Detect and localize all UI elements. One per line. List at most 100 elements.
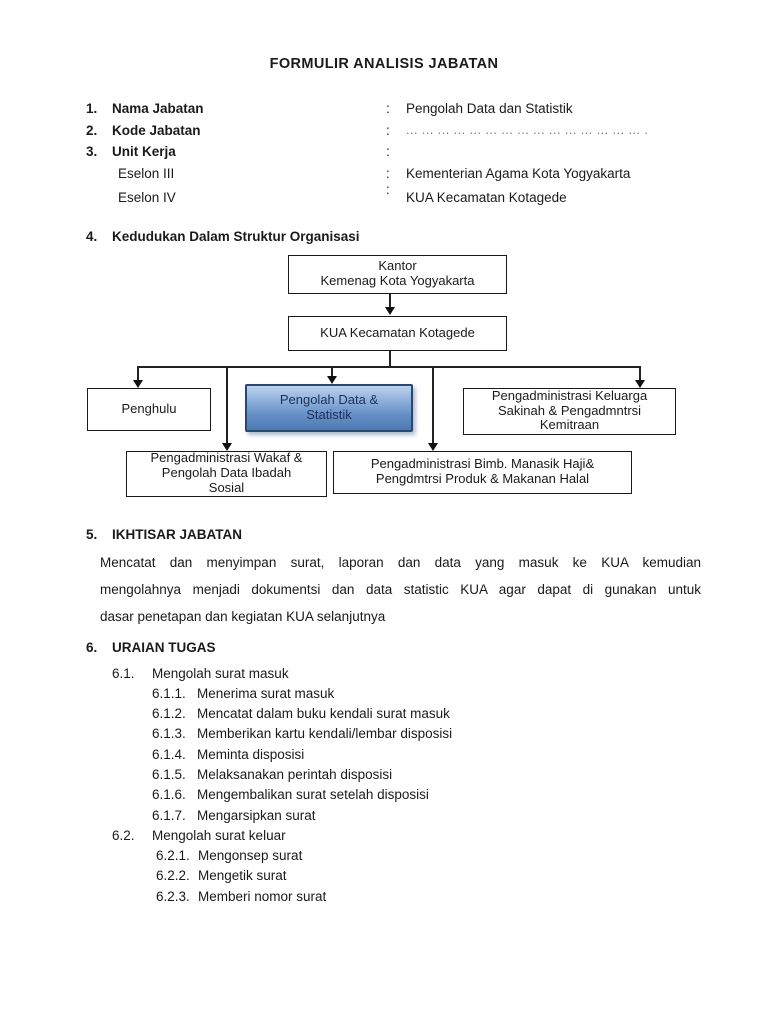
section-number: 6. (86, 639, 98, 655)
section-title: URAIAN TUGAS (112, 639, 216, 655)
arrow-down-icon (133, 379, 143, 388)
subtask-number: 6.1.5. (152, 766, 186, 782)
org-box-keluarga-sakinah: Pengadministrasi Keluarga Sakinah & Peng… (463, 387, 676, 435)
org-box-line: KUA Kecamatan Kotagede (320, 324, 475, 340)
field-label: Eselon IV (118, 190, 176, 205)
job-identity-fields: 1. Nama Jabatan : Pengolah Data dan Stat… (0, 98, 768, 209)
org-box-line: Pengadministrasi Wakaf & (150, 450, 303, 466)
subtask-label: Memberi nomor surat (198, 888, 327, 904)
subtask-number: 6.1.3. (152, 726, 186, 742)
subtask-item: 6.1.2. Mencatat dalam buku kendali surat… (0, 704, 768, 724)
subtask-number: 6.2.2. (156, 868, 190, 884)
org-box-kantor-kemenag: Kantor Kemenag Kota Yogyakarta (288, 254, 507, 294)
arrow-down-icon (222, 442, 232, 451)
subtask-label: Mencatat dalam buku kendali surat masuk (197, 706, 450, 722)
field-value: KUA Kecamatan Kotagede (406, 190, 567, 205)
org-box-line: Pengdmtrsi Produk & Makanan Halal (375, 471, 590, 486)
org-box-pengolah-data-statistik-highlighted: Pengolah Data & Statistik (245, 383, 413, 432)
connector-line (389, 350, 391, 367)
subtask-number: 6.1.6. (152, 787, 186, 803)
subtask-label: Mengonsep surat (198, 848, 303, 864)
org-chart: Kantor Kemenag Kota Yogyakarta KUA Kecam… (0, 247, 768, 505)
paragraph-line: mengolahnya menjadi dokumentsi dan data … (100, 581, 701, 597)
section-number: 4. (86, 228, 98, 244)
connector-line (137, 365, 139, 381)
org-box-line: Kantor (378, 258, 417, 274)
field-colon: : (386, 122, 390, 138)
org-box-line: Pengadministrasi Bimb. Manasik Haji& (370, 456, 595, 472)
page-title: FORMULIR ANALISIS JABATAN (269, 56, 499, 72)
field-value: ... ... ... ... ... ... ... ... ... ... … (406, 122, 649, 137)
subtask-item: 6.2.3. Memberi nomor surat (0, 887, 768, 907)
arrow-down-icon (635, 379, 645, 388)
subtask-label: Memberikan kartu kendali/lembar disposis… (197, 726, 453, 742)
field-number (86, 187, 112, 209)
subtask-label: Meminta disposisi (197, 746, 305, 762)
connector-line (432, 365, 434, 444)
subtask-item: 6.1.6. Mengembalikan surat setelah dispo… (0, 785, 768, 805)
ikhtisar-paragraph: Mencatat dan menyimpan surat, laporan da… (100, 549, 701, 630)
field-value (406, 141, 768, 163)
paragraph-line: Mencatat dan menyimpan surat, laporan da… (100, 554, 701, 570)
arrow-down-icon (327, 375, 337, 384)
subtask-label: Melaksanakan perintah disposisi (197, 766, 393, 782)
connector-line (389, 293, 391, 307)
task-list: 6.1. Mengolah surat masuk 6.1.1. Menerim… (0, 664, 768, 908)
subtask-number: 6.1.4. (152, 746, 186, 762)
task-item: 6.1. Mengolah surat masuk (0, 664, 768, 684)
org-box-line: Kemenag Kota Yogyakarta (320, 273, 475, 288)
subtask-label: Mengetik surat (198, 868, 287, 884)
org-box-penghulu: Penghulu (87, 387, 211, 431)
field-number: 3. (86, 144, 98, 159)
org-box-bimbingan-manasik-haji: Pengadministrasi Bimb. Manasik Haji& Pen… (333, 450, 632, 494)
field-row-unit-kerja: 3. Unit Kerja : (86, 141, 768, 163)
field-label: Unit Kerja (112, 144, 176, 159)
subtask-label: Menerima surat masuk (197, 685, 335, 701)
org-box-line: Sosial (208, 479, 245, 495)
field-number: 1. (86, 101, 98, 116)
field-row-kode-jabatan: 2. Kode Jabatan : ... ... ... ... ... ..… (86, 120, 768, 142)
org-box-line: Sakinah & Pengadmntrsi (497, 402, 642, 418)
subtask-item: 6.1.3. Memberikan kartu kendali/lembar d… (0, 724, 768, 744)
connector-line (639, 365, 641, 381)
org-box-line: Pengolah Data & (279, 391, 379, 407)
task-label: Mengolah surat masuk (152, 665, 289, 681)
task-number: 6.2. (112, 827, 135, 843)
section-title: Kedudukan Dalam Struktur Organisasi (112, 228, 360, 244)
field-row-nama-jabatan: 1. Nama Jabatan : Pengolah Data dan Stat… (86, 98, 768, 120)
field-colon: : (386, 165, 390, 181)
subtask-number: 6.1.2. (152, 706, 186, 722)
org-box-wakaf-ibadah-sosial: Pengadministrasi Wakaf & Pengolah Data I… (126, 450, 327, 497)
subtask-item: 6.1.4. Meminta disposisi (0, 745, 768, 765)
field-label: Eselon III (118, 165, 175, 181)
subtask-number: 6.1.7. (152, 807, 186, 823)
org-box-kua-kotagede: KUA Kecamatan Kotagede (288, 315, 507, 351)
arrow-down-icon (428, 442, 438, 451)
field-colon-glyph: : (386, 182, 390, 197)
field-row-eselon-iv: Eselon IV : KUA Kecamatan Kotagede (86, 182, 768, 209)
field-label: Kode Jabatan (112, 122, 201, 138)
paragraph-line: dasar penetapan dan kegiatan KUA selanju… (100, 608, 386, 624)
connector-line (331, 365, 333, 377)
section-title: IKHTISAR JABATAN (112, 526, 242, 542)
field-colon: : (386, 182, 406, 209)
subtask-item: 6.1.5. Melaksanakan perintah disposisi (0, 765, 768, 785)
arrow-down-icon (385, 306, 395, 315)
subtask-number: 6.1.1. (152, 685, 186, 701)
task-number: 6.1. (112, 665, 135, 681)
subtask-label: Mengembalikan surat setelah disposisi (197, 787, 429, 803)
task-item: 6.2. Mengolah surat keluar (0, 826, 768, 846)
subtask-label: Mengarsipkan surat (197, 807, 316, 823)
field-number: 2. (86, 122, 98, 138)
field-colon: : (386, 101, 390, 116)
field-label: Nama Jabatan (112, 101, 204, 116)
org-box-line: Pengadministrasi Keluarga (491, 387, 648, 403)
field-row-eselon-iii: Eselon III : Kementerian Agama Kota Yogy… (86, 163, 768, 185)
field-colon: : (386, 144, 390, 159)
section-number: 5. (86, 526, 98, 542)
subtask-number: 6.2.1. (156, 848, 190, 864)
field-number (86, 163, 112, 185)
connector-line (226, 365, 228, 444)
org-box-line: Penghulu (121, 400, 177, 416)
